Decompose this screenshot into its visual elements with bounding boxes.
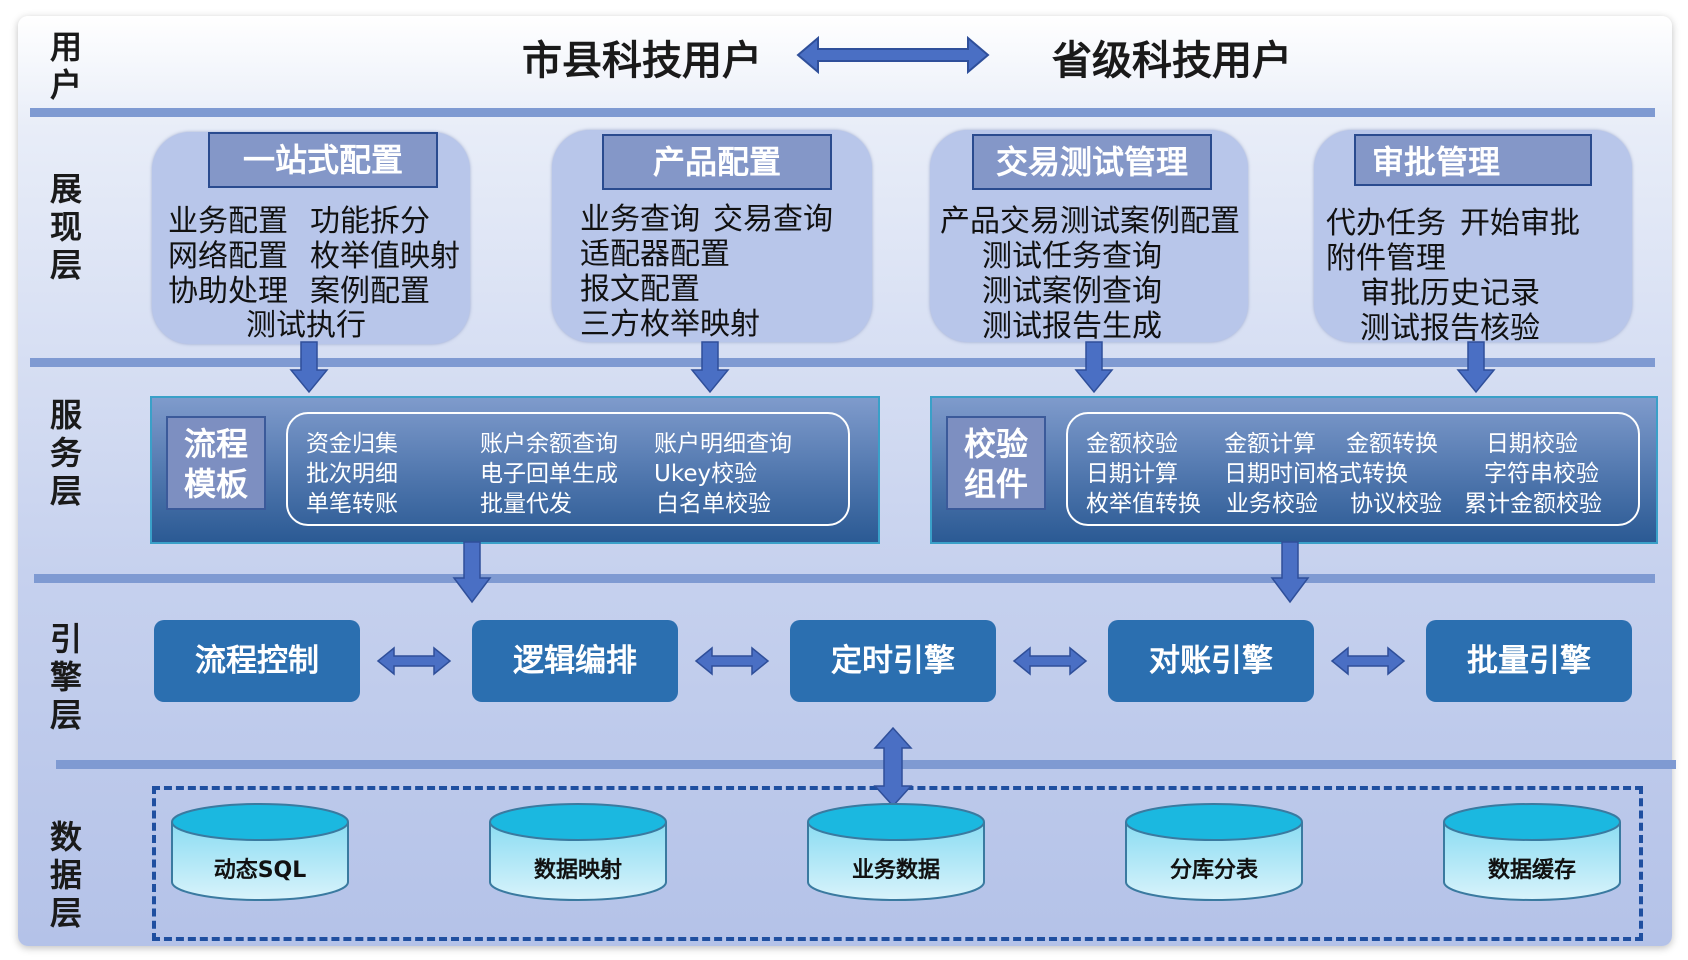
double-arrow-icon — [1012, 646, 1088, 676]
divider-service — [34, 574, 1655, 583]
service-tag-line: 流程 — [183, 425, 248, 463]
engine-batch: 批量引擎 — [1426, 620, 1632, 702]
database-icon — [1125, 803, 1303, 901]
layer-label-engine: 引擎层 — [49, 620, 82, 734]
data-store-business-data: 业务数据 — [851, 858, 940, 883]
divider-presentation — [30, 358, 1655, 367]
presentation-title-4: 审批管理 — [1354, 134, 1592, 186]
pres-1-line: 协助处理 — [168, 274, 288, 309]
service-tag-line: 模板 — [183, 465, 248, 503]
service-item: 账户明细查询 — [654, 431, 792, 457]
data-store-data-mapping: 数据映射 — [533, 858, 622, 883]
service-item: 协议校验 — [1350, 491, 1442, 517]
service-item: 金额计算 — [1224, 431, 1316, 457]
pres-3-line: 测试案例查询 — [982, 274, 1162, 309]
service-item: 金额转换 — [1346, 431, 1438, 457]
pres-4-line: 开始审批 — [1460, 206, 1580, 241]
service-tag-flow-template: 流程 模板 — [166, 416, 266, 510]
service-tag-line: 校验 — [963, 425, 1028, 463]
pres-1-line: 枚举值映射 — [310, 239, 460, 274]
presentation-title-2: 产品配置 — [602, 134, 832, 190]
database-icon — [807, 803, 985, 901]
layer-label-user: 用户 — [49, 28, 82, 104]
database-icon — [171, 803, 349, 901]
presentation-title-1: 一站式配置 — [208, 132, 438, 188]
presentation-title-3: 交易测试管理 — [972, 134, 1212, 190]
pres-1-line: 案例配置 — [310, 274, 430, 309]
down-arrow-icon — [1074, 341, 1114, 394]
service-item: 金额校验 — [1086, 431, 1178, 457]
double-arrow-icon — [796, 35, 990, 75]
user-left: 市县科技用户 — [522, 38, 762, 84]
service-item: 字符串校验 — [1484, 461, 1599, 487]
engine-flow-control: 流程控制 — [154, 620, 360, 702]
service-item: 日期时间格式转换 — [1224, 461, 1408, 487]
engine-logic-orchestration: 逻辑编排 — [472, 620, 678, 702]
pres-2-line: 适配器配置 — [580, 237, 730, 272]
service-item: Ukey校验 — [654, 461, 758, 487]
service-item: 日期校验 — [1486, 431, 1578, 457]
service-item: 批次明细 — [306, 461, 398, 487]
service-item: 批量代发 — [480, 491, 572, 517]
layer-label-presentation: 展现层 — [49, 170, 82, 284]
service-item: 单笔转账 — [306, 491, 398, 517]
down-arrow-icon — [1456, 341, 1496, 394]
pres-4-line: 审批历史记录 — [1360, 276, 1540, 311]
double-arrow-icon — [1330, 646, 1406, 676]
pres-1-line: 业务配置 — [168, 204, 288, 239]
pres-1-line: 测试执行 — [246, 308, 366, 343]
service-item: 业务校验 — [1226, 491, 1318, 517]
down-arrow-icon — [289, 341, 329, 394]
service-box-flow-template — [150, 396, 880, 544]
service-item: 枚举值转换 — [1086, 491, 1201, 517]
service-tag-validation: 校验 组件 — [946, 416, 1046, 510]
down-arrow-icon — [1270, 541, 1310, 604]
pres-3-line: 测试任务查询 — [982, 239, 1162, 274]
pres-4-line: 附件管理 — [1326, 241, 1446, 276]
user-right: 省级科技用户 — [1052, 38, 1292, 84]
data-store-cache: 数据缓存 — [1487, 858, 1576, 883]
pres-2-line: 三方枚举映射 — [580, 307, 760, 342]
down-arrow-icon — [690, 341, 730, 394]
engine-reconciliation: 对账引擎 — [1108, 620, 1314, 702]
pres-2-line: 报文配置 — [580, 272, 700, 307]
data-store-dynamic-sql: 动态SQL — [213, 858, 307, 883]
pres-2-line: 交易查询 — [713, 202, 833, 237]
pres-3-line: 测试报告生成 — [982, 309, 1162, 344]
data-store-sharding: 分库分表 — [1169, 858, 1258, 883]
pres-1-line: 功能拆分 — [310, 204, 430, 239]
service-item: 资金归集 — [306, 431, 398, 457]
engine-scheduler: 定时引擎 — [790, 620, 996, 702]
vertical-double-arrow-icon — [873, 726, 913, 808]
divider-engine — [56, 760, 1676, 769]
service-item: 白名单校验 — [656, 491, 771, 517]
double-arrow-icon — [694, 646, 770, 676]
layer-label-data: 数据层 — [49, 818, 82, 932]
divider-user — [30, 108, 1655, 117]
pres-2-line: 业务查询 — [580, 202, 700, 237]
down-arrow-icon — [452, 541, 492, 604]
pres-4-line: 代办任务 — [1326, 206, 1446, 241]
service-box-validation — [930, 396, 1658, 544]
double-arrow-icon — [376, 646, 452, 676]
service-item: 累计金额校验 — [1464, 491, 1602, 517]
service-inner-flow-template — [286, 412, 850, 526]
database-icon — [1443, 803, 1621, 901]
pres-3-line: 产品交易测试案例配置 — [940, 204, 1240, 239]
pres-1-line: 网络配置 — [168, 239, 288, 274]
service-item: 日期计算 — [1086, 461, 1178, 487]
service-inner-validation — [1066, 412, 1640, 526]
service-tag-line: 组件 — [963, 465, 1028, 503]
cylinders — [171, 803, 1621, 901]
service-item: 账户余额查询 — [480, 431, 618, 457]
pres-4-line: 测试报告核验 — [1360, 311, 1540, 346]
layer-label-service: 服务层 — [49, 396, 82, 510]
service-item: 电子回单生成 — [480, 461, 618, 487]
database-icon — [489, 803, 667, 901]
